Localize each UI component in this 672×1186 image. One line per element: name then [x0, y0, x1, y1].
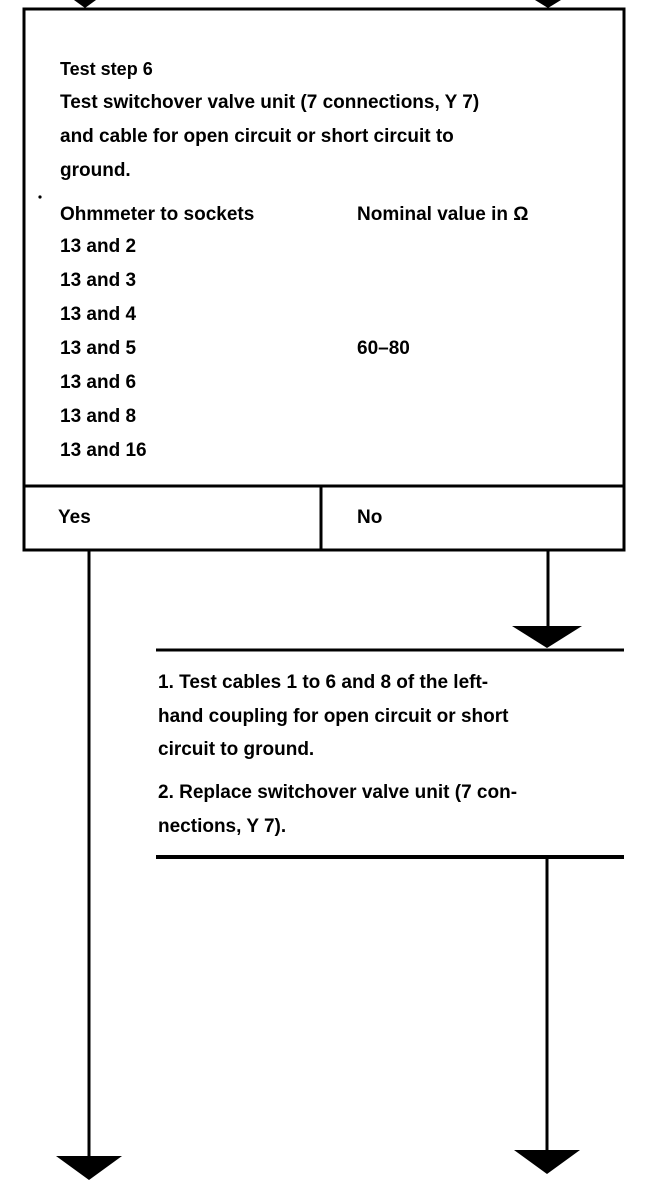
socket-pair: 13 and 5: [60, 338, 137, 359]
socket-pair: 13 and 8: [60, 406, 137, 427]
test-description-line: ground.: [60, 160, 131, 181]
action-step-1-line: hand coupling for open circuit or short: [158, 706, 509, 727]
action-step-1-line: 1. Test cables 1 to 6 and 8 of the left-: [158, 672, 489, 693]
stray-dot: [38, 195, 42, 199]
nominal-value: 60–80: [357, 338, 410, 359]
socket-pair: 13 and 3: [60, 270, 137, 291]
test-description-line: Test switchover valve unit (7 connection…: [60, 92, 480, 113]
incoming-arrow-left: [74, 0, 96, 8]
socket-pair: 13 and 6: [60, 372, 137, 393]
socket-pair: 13 and 4: [60, 304, 137, 325]
socket-pair: 13 and 2: [60, 236, 137, 257]
no-branch-arrow: [512, 626, 582, 648]
socket-pair: 13 and 16: [60, 440, 147, 461]
yes-branch-arrow: [56, 1156, 122, 1180]
test-step-box-border: [22, 7, 626, 552]
action-step-2-line: 2. Replace switchover valve unit (7 con-: [158, 782, 518, 803]
action-out-arrow: [514, 1150, 580, 1174]
ohmmeter-column-header: Ohmmeter to sockets: [60, 204, 255, 225]
incoming-arrow-right: [535, 0, 561, 8]
test-description-line: and cable for open circuit or short circ…: [60, 126, 454, 147]
test-step-heading: Test step 6: [60, 59, 153, 79]
yes-label: Yes: [58, 507, 91, 528]
action-step-1-line: circuit to ground.: [158, 739, 315, 760]
nominal-value-column-header: Nominal value in Ω: [357, 204, 529, 225]
no-label: No: [357, 507, 383, 528]
action-step-2-line: nections, Y 7).: [158, 816, 287, 837]
